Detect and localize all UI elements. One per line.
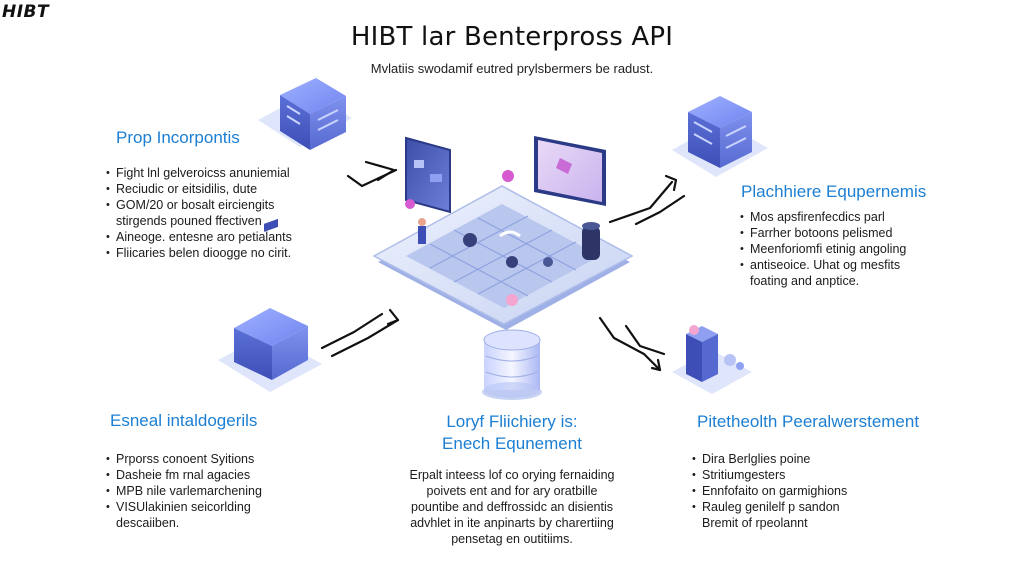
arrow-icon (598, 316, 666, 372)
list-item: Dasheie fm rnal agacies (106, 467, 262, 483)
page-subtitle: Mvlatiis swodamif eutred prylsbermers be… (370, 61, 654, 76)
list-item: MPB nile varlemarchening (106, 483, 262, 499)
section-title-top-left: Prop Incorpontis (116, 128, 240, 147)
list-item: Rauleg genilelf p sandon (692, 499, 847, 515)
monitor-icon (502, 136, 606, 206)
list-item: Fliicaries belen dioogge no cirit. (106, 245, 292, 261)
list-item: Reciudic or eitsidilis, dute (106, 181, 292, 197)
list-item: Prporss conoent Syitions (106, 451, 262, 467)
server-cube-icon (218, 218, 322, 392)
database-cylinder-icon (482, 329, 542, 400)
bullet-list-bottom-right: Dira Berlglies poine Stritiumgesters Enn… (692, 451, 847, 531)
list-item: Stritiumgesters (692, 467, 847, 483)
section-title-top-right: Plachhiere Equpernemis (741, 182, 927, 201)
central-platform (372, 185, 634, 330)
list-item: Aineoge. entesne aro petialants (106, 229, 292, 245)
bullet-list-top-left: Fight lnl gelveroicss anuniemial Reciudi… (106, 165, 292, 261)
list-item: Farrher botoons pelismed (740, 225, 906, 241)
paragraph-line: pensetag en outitiims. (451, 532, 573, 546)
paragraph-line: advhlet in ite anpinarts by charertiing (410, 516, 614, 530)
list-item: Fight lnl gelveroicss anuniemial (106, 165, 292, 181)
section-title-line: Loryf Fliichiery is: (446, 412, 578, 431)
section-title-line: Enech Equnement (442, 434, 582, 453)
brand-logo: HIBT (2, 2, 50, 22)
server-rack-icon (672, 325, 752, 394)
section-title-bottom-right: Pitetheolth Peeralwerstement (697, 412, 920, 431)
list-item: Ennfofaito on garmighions (692, 483, 847, 499)
list-item: stirgends pouned ffectiven (116, 214, 262, 228)
paragraph-line: Erpalt inteess lof co orying fernaiding (409, 468, 615, 482)
paragraph-line: poivets ent and for ary oratbille (426, 484, 598, 498)
arrow-icon (608, 174, 686, 226)
arrow-icon (346, 160, 398, 188)
paragraph-line: pountibe and deffrossidc an disientis (411, 500, 613, 514)
monitor-icon (405, 136, 451, 214)
page-title: HIBT lar Benterpross API (350, 22, 674, 52)
list-item: antiseoice. Uhat og mesfits (740, 257, 906, 273)
list-item: foating and anptice. (750, 274, 860, 288)
server-cube-icon (672, 96, 768, 177)
list-item: Meenforiomfi etinig angoling (740, 241, 906, 257)
server-cube-icon (258, 78, 352, 150)
section-title-bottom-left: Esneal intaldogerils (110, 411, 258, 430)
paragraph-bottom-center: Erpalt inteess lof co orying fernaiding … (382, 467, 642, 547)
section-title-bottom-center: Loryf Fliichiery is: Enech Equnement (412, 411, 612, 455)
arrow-icon (320, 308, 400, 358)
list-item: GOM/20 or bosalt eirciengits (106, 197, 292, 213)
list-item: Bremit of rpeolannt (702, 516, 808, 530)
bullet-list-bottom-left: Prporss conoent Syitions Dasheie fm rnal… (106, 451, 262, 531)
list-item: Mos apsfirenfecdics parl (740, 209, 906, 225)
list-item: Dira Berlglies poine (692, 451, 847, 467)
list-item: VISUlakinien seicorlding (106, 499, 262, 515)
list-item: descaiiben. (116, 516, 180, 530)
bullet-list-top-right: Mos apsfirenfecdics parl Farrher botoons… (740, 209, 906, 289)
